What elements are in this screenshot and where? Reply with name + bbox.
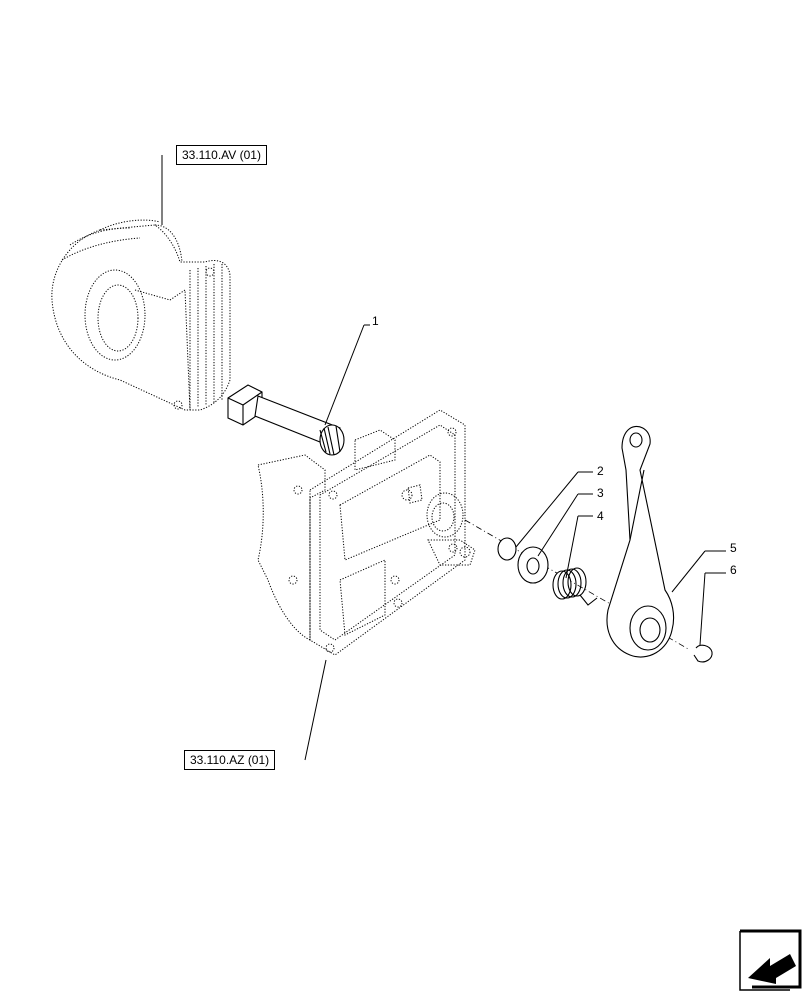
reference-label-upper[interactable]: 33.110.AV (01) xyxy=(176,145,267,165)
lever-arm-part-5 xyxy=(606,426,675,658)
callout-4: 4 xyxy=(597,509,604,523)
reference-label-lower[interactable]: 33.110.AZ (01) xyxy=(184,750,276,770)
housing-phantom xyxy=(257,409,476,656)
spring-part-4 xyxy=(552,567,598,606)
upper-assembly-phantom xyxy=(51,219,231,411)
callout-6: 6 xyxy=(730,563,737,577)
snap-ring-part-6 xyxy=(693,644,713,663)
callout-5: 5 xyxy=(730,541,737,555)
o-ring-part-2 xyxy=(497,537,517,561)
washer-part-3 xyxy=(517,546,549,584)
arrow-icon[interactable] xyxy=(739,929,802,991)
callout-3: 3 xyxy=(597,486,604,500)
callout-1: 1 xyxy=(372,314,379,328)
leader-lines xyxy=(161,155,706,761)
shaft-part-1 xyxy=(227,384,345,456)
callout-2: 2 xyxy=(597,464,604,478)
